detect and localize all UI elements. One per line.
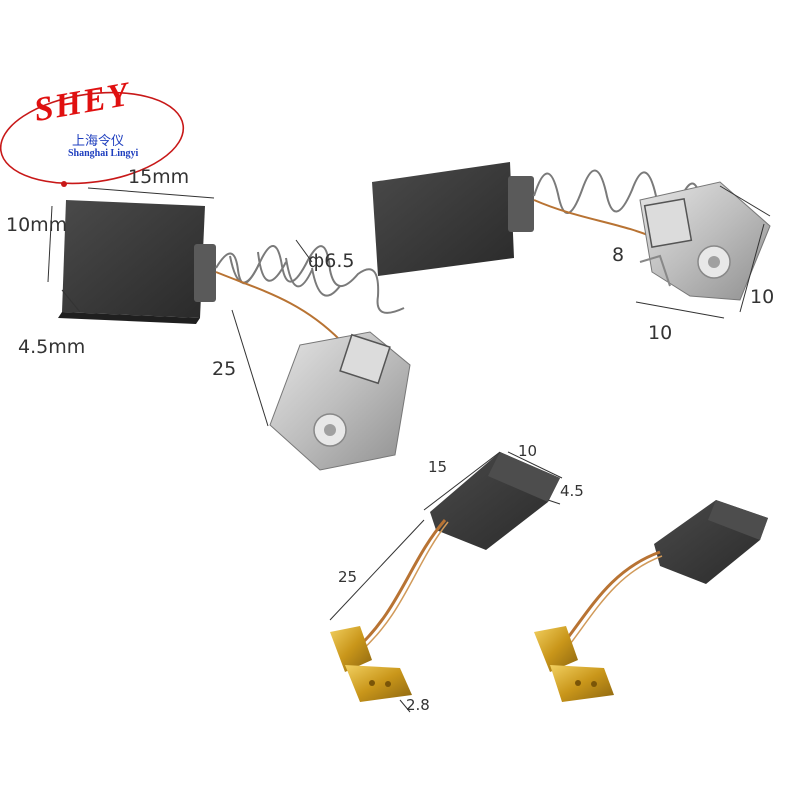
dim-brush-length: 15mm — [128, 166, 190, 188]
steel-clip — [269, 331, 411, 471]
wire-brush-left — [330, 452, 560, 702]
dim-spring-length: 25 — [212, 358, 237, 380]
wire-brush-right — [534, 500, 768, 702]
dim-clip-width: 10 — [648, 322, 673, 344]
spring-brush-left — [58, 200, 411, 471]
dim-spring-diameter: ф6.5 — [308, 250, 355, 272]
copper-wire — [215, 271, 341, 341]
dim-wire-brush-width: 10 — [518, 442, 538, 460]
brass-terminal — [330, 626, 412, 702]
dim-wire-brush-thickness: 4.5 — [560, 482, 584, 500]
dimension-lines — [47, 185, 771, 713]
logo-chinese-name: 上海令仪 — [72, 134, 125, 149]
dim-clip-slot: 8 — [612, 244, 625, 266]
dim-brush-thickness: 4.5mm — [18, 336, 86, 358]
dim-wire-length: 25 — [338, 568, 358, 586]
dim-clip-height: 10 — [750, 286, 775, 308]
brush-collar — [194, 244, 216, 302]
logo-mark — [0, 91, 185, 187]
dim-wire-brush-length: 15 — [428, 458, 448, 476]
carbon-block — [62, 200, 205, 318]
dim-brush-height: 10mm — [6, 214, 68, 236]
spring-brush-right — [372, 162, 771, 301]
logo-english-name: Shanghai Lingyi — [68, 148, 139, 159]
dim-terminal-width: 2.8 — [406, 696, 430, 714]
